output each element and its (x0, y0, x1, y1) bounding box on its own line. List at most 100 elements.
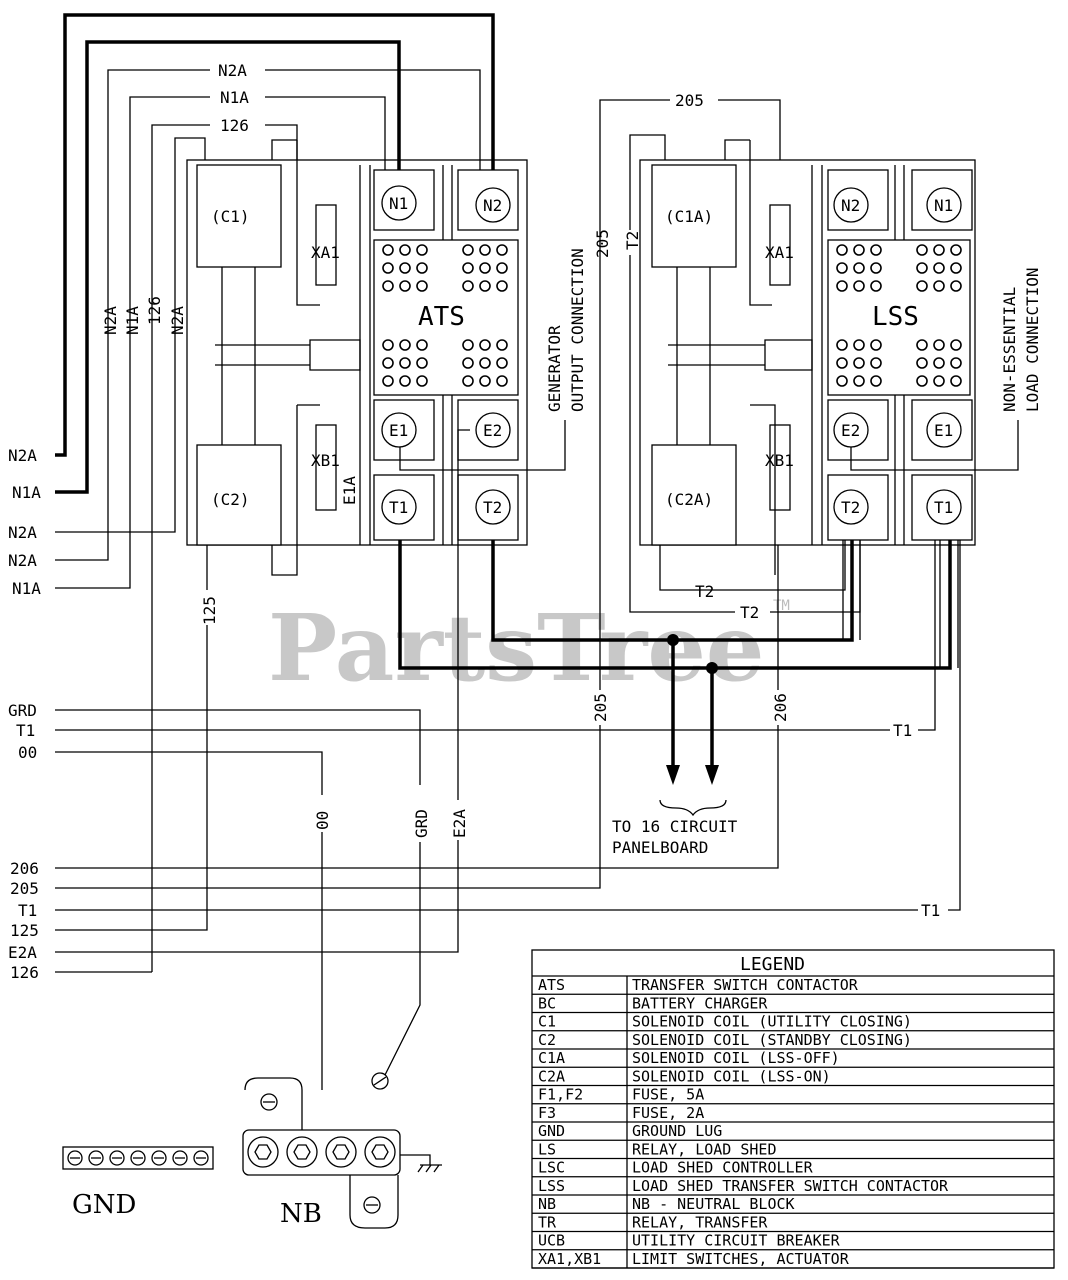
legend-code: TR (538, 1213, 557, 1231)
wire-label-126: 126 (220, 116, 249, 135)
neutral-block (242, 1072, 442, 1229)
vert-label-n1a: N1A (123, 306, 142, 335)
wire-205-lower (55, 725, 601, 889)
wire-00 (55, 751, 323, 1090)
lower-terminal-206: 206 (10, 859, 39, 878)
lower-terminal-t1: T1 (16, 721, 35, 740)
wire-label-t1-lower: T1 (921, 901, 940, 920)
wire-label-00: 00 (313, 811, 332, 830)
lower-terminal-e2a: E2A (8, 943, 37, 962)
wire-label-205-vert: 205 (593, 229, 612, 258)
wire-t1-lower (55, 540, 961, 911)
wire-nonessential-output (850, 420, 1019, 471)
lss-terminal-n2: N2 (841, 196, 860, 215)
legend-description: RELAY, TRANSFER (632, 1213, 768, 1231)
ats-terminal-e2: E2 (483, 421, 502, 440)
legend-description: SOLENOID COIL (LSS-ON) (632, 1067, 831, 1085)
wire-n1a-heavy (55, 40, 401, 494)
wire-n2a-2 (55, 137, 206, 533)
legend-code: LS (538, 1140, 556, 1158)
legend-code: LSC (538, 1159, 565, 1177)
left-terminal-0: N2A (8, 446, 37, 465)
wire-label-205-lower: 205 (591, 693, 610, 722)
legend-code: F3 (538, 1104, 556, 1122)
label-c1a: (C1A) (665, 207, 713, 226)
label-e1a: E1A (340, 476, 359, 505)
label-c2a: (C2A) (665, 490, 713, 509)
wire-grd (55, 709, 421, 1076)
lss-terminal-t1: T1 (934, 498, 953, 517)
legend-description: GROUND LUG (632, 1122, 722, 1140)
legend-code: C2A (538, 1067, 565, 1085)
legend-description: SOLENOID COIL (LSS-OFF) (632, 1049, 840, 1067)
ats-contactor (186, 139, 528, 576)
legend-description: LIMIT SWITCHES, ACTUATOR (632, 1250, 850, 1268)
wire-label-t2-b: T2 (740, 603, 759, 622)
legend-code: NB (538, 1195, 556, 1213)
wire-e2a (55, 429, 470, 953)
vert-label-n2a: N2A (101, 306, 120, 335)
label-xa1-lss: XA1 (765, 243, 794, 262)
label-gnd: GND (72, 1190, 136, 1220)
left-terminal-3: N2A (8, 551, 37, 570)
lower-terminal-126: 126 (10, 963, 39, 982)
ats-terminal-t2: T2 (483, 498, 502, 517)
wire-label-t2-vert: T2 (623, 231, 642, 250)
caption-panel-2: PANELBOARD (612, 838, 708, 857)
caption-generator-1: GENERATOR (545, 325, 564, 412)
limit-switch-xa1-lss (769, 204, 791, 286)
wire-label-grd: GRD (412, 809, 431, 838)
legend-description: SOLENOID COIL (STANDBY CLOSING) (632, 1031, 912, 1049)
lss-terminal-n1: N1 (934, 196, 953, 215)
wire-label-t1-upper: T1 (893, 721, 912, 740)
legend-description: BATTERY CHARGER (632, 994, 768, 1012)
legend-code: ATS (538, 976, 565, 994)
label-c2: (C2) (211, 490, 250, 509)
wire-label-205-top: 205 (675, 91, 704, 110)
legend-description: FUSE, 2A (632, 1104, 704, 1122)
wire-125 (55, 545, 208, 931)
ground-bar (62, 1146, 214, 1170)
wire-t1-upper (55, 540, 936, 731)
caption-nonessential-2: LOAD CONNECTION (1023, 268, 1042, 413)
legend-code: LSS (538, 1177, 565, 1195)
lss-terminal-e1: E1 (934, 421, 953, 440)
caption-nonessential-1: NON-ESSENTIAL (1000, 287, 1019, 412)
coil-c2a (651, 444, 737, 546)
legend-title: LEGEND (740, 954, 805, 975)
ats-terminal-t1: T1 (389, 498, 408, 517)
ats-terminal-n2: N2 (483, 196, 502, 215)
wire-t2-top (629, 134, 666, 230)
limit-switch-xb1 (315, 424, 337, 511)
legend-description: LOAD SHED CONTROLLER (632, 1159, 814, 1177)
wire-label-206: 206 (771, 693, 790, 722)
legend-description: SOLENOID COIL (UTILITY CLOSING) (632, 1013, 912, 1031)
wire-label-n2a: N2A (218, 61, 247, 80)
lower-terminal-125: 125 (10, 921, 39, 940)
wire-206 (55, 545, 779, 869)
legend-code: C1 (538, 1013, 556, 1031)
wire-205 (599, 99, 781, 690)
legend-code: C1A (538, 1049, 565, 1067)
caption-panel-1: TO 16 CIRCUIT (612, 817, 738, 836)
coil-c1a (651, 164, 737, 268)
lower-terminal-grd: GRD (8, 701, 37, 720)
label-xb1: XB1 (311, 451, 340, 470)
lss-terminal-e2: E2 (841, 421, 860, 440)
legend-description: LOAD SHED TRANSFER SWITCH CONTACTOR (632, 1177, 949, 1195)
legend-code: BC (538, 994, 556, 1012)
wire-n2a-heavy (55, 13, 495, 457)
vert-label-n2a-2: N2A (168, 306, 187, 335)
label-xb1-lss: XB1 (765, 451, 794, 470)
limit-switch-xa1 (315, 204, 337, 286)
ats-terminal-n1: N1 (389, 194, 408, 213)
wire-n2a (55, 69, 481, 561)
label-ats: ATS (418, 302, 465, 332)
vert-label-126: 126 (145, 296, 164, 325)
lower-terminal-t1b: T1 (18, 901, 37, 920)
legend-description: NB - NEUTRAL BLOCK (632, 1195, 795, 1213)
lower-terminal-205: 205 (10, 879, 39, 898)
legend-description: RELAY, LOAD SHED (632, 1140, 777, 1158)
